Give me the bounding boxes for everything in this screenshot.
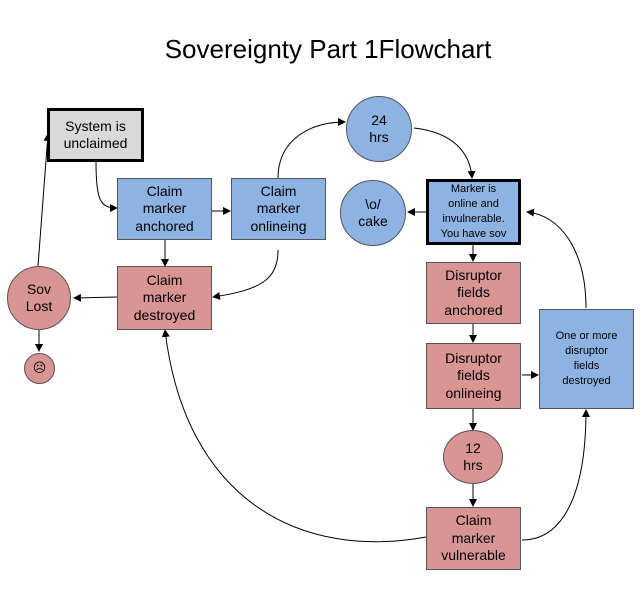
edge-destroyed-to-sovlost: [73, 293, 118, 302]
node-12-hrs: 12 hrs: [443, 430, 503, 484]
node-label: 12 hrs: [463, 439, 483, 474]
node-claim-marker-vulnerable: Claim marker vulnerable: [426, 507, 521, 570]
edge-vulnerable-to-claim-destroyed: [161, 329, 427, 543]
node-label: Claim marker destroyed: [133, 271, 196, 323]
node-claim-marker-anchored: Claim marker anchored: [117, 178, 212, 240]
sad-face-icon: ☹: [24, 353, 55, 384]
edge-vulnerable-to-disruptor-destroyed: [521, 409, 590, 541]
page-title: Sovereignty Part 1Flowchart: [164, 34, 492, 64]
node-claim-marker-onlineing: Claim marker onlineing: [231, 178, 326, 240]
node-label: ☹: [32, 360, 47, 376]
node-label: Sov Lost: [25, 280, 53, 315]
node-label: Disruptor fields anchored: [444, 266, 503, 318]
node-label: Marker is online and invulnerable. You h…: [440, 183, 507, 240]
node-label: 24 hrs: [369, 111, 389, 146]
node-disruptor-fields-onlineing: Disruptor fields onlineing: [426, 343, 521, 409]
node-label: System is unclaimed: [63, 117, 128, 152]
edge-onlineing-to-destroyed: [212, 249, 279, 300]
node-label: \o/ cake: [358, 195, 388, 230]
edge-disruptor-destroyed-to-marker: [526, 208, 587, 309]
node-24-hrs: 24 hrs: [346, 96, 412, 162]
node-cake: \o/ cake: [340, 180, 406, 246]
node-sov-lost: Sov Lost: [7, 266, 71, 330]
node-label: Disruptor fields onlineing: [445, 349, 502, 401]
edge-onlineing-to-24hrs: [277, 118, 346, 179]
edge-sovlost-to-unclaimed: [37, 133, 52, 267]
node-label: Claim marker anchored: [135, 182, 194, 234]
node-label: One or more disruptor fields destroyed: [555, 330, 618, 387]
edge-unclaimed-to-anchored: [95, 161, 118, 212]
node-label: Claim marker vulnerable: [441, 512, 506, 564]
node-claim-marker-destroyed: Claim marker destroyed: [117, 266, 212, 330]
edge-24hrs-to-marker: [413, 127, 476, 179]
node-disruptor-fields-anchored: Disruptor fields anchored: [426, 262, 521, 324]
node-disruptor-fields-destroyed: One or more disruptor fields destroyed: [539, 309, 634, 409]
node-label: Claim marker onlineing: [250, 182, 307, 234]
node-system-unclaimed: System is unclaimed: [47, 108, 144, 162]
node-marker-online: Marker is online and invulnerable. You h…: [426, 179, 521, 245]
